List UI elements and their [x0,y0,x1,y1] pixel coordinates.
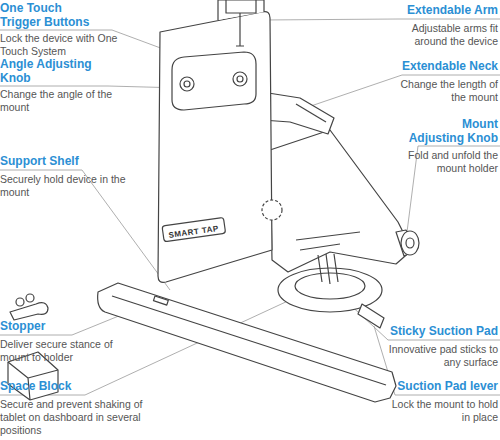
mount-body [270,130,412,272]
part-description: Adjustable arms fit around the device [386,22,498,48]
mount-stem [318,254,338,284]
suction-pad-inner [295,273,365,299]
part-description: Lock the mount to hold in place [386,398,498,424]
support-shelf [98,283,396,402]
part-name: One Touch Trigger Buttons [0,1,105,29]
part-description: Change the length of the mount [398,78,498,104]
part-name: Suction Pad lever [368,379,498,393]
part-description: Lock the device with One Touch System [0,32,130,58]
mount-adjusting-knob [401,231,419,255]
part-name: Support Shelf [0,154,130,168]
stopper-hook [16,298,24,306]
leader-line [0,86,182,88]
trigger-button [233,72,247,86]
part-name: Extendable Arm [368,3,498,17]
part-name: Stopper [0,319,130,333]
leader-line [345,300,500,340]
back-plate [158,12,272,283]
part-name: Extendable Neck [368,59,498,73]
suction-lever [358,304,384,328]
part-description: Securely hold device in the mount [0,173,140,199]
button-center [237,76,243,82]
knob-center [184,81,190,87]
stopper-slot [153,296,168,305]
part-description: Secure and prevent shaking of tablet on … [0,398,145,437]
arm-rail [236,13,244,46]
part-name: Sticky Suction Pad [368,324,498,338]
suction-pad [278,268,382,312]
part-name: Angle Adjusting Knob [0,57,100,85]
part-description: Fold and unfold the mount holder [398,149,498,175]
neck-detail [296,104,326,122]
part-name: Mount Adjusting Knob [408,117,498,145]
brand-mark: SMART TAP [168,223,229,241]
extendable-neck [262,92,334,134]
mount-detail [296,232,360,250]
stopper-hook [26,294,34,302]
leader-line [262,19,500,20]
part-description: Innovative pad sticks to any surface [380,343,498,369]
extendable-arm [218,0,264,20]
part-description: Deliver secure stance of mount to holder [0,338,135,364]
leader-line [0,170,170,290]
shelf-edge [112,296,386,385]
angle-gear [262,200,282,220]
stopper-part [10,303,48,320]
part-name: Space Block [0,379,130,393]
angle-knob [180,77,194,91]
part-description: Change the angle of the mount [0,88,120,114]
knob-center [406,238,414,248]
arm-slide [226,0,256,13]
leader-line [305,75,500,108]
button-plate [172,52,256,110]
